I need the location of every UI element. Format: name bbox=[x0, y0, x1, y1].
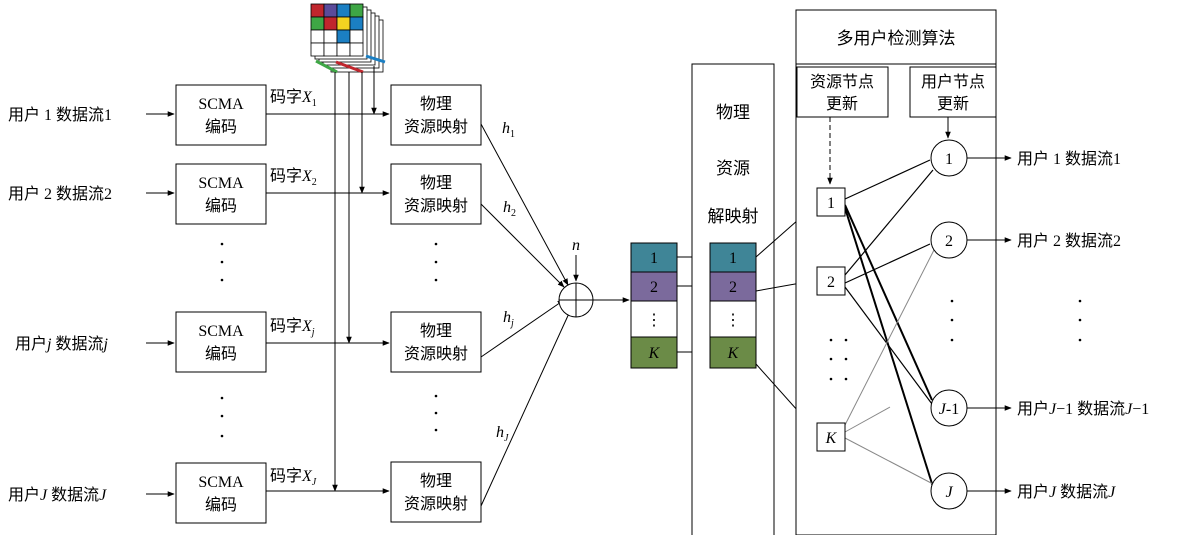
received-resources: 1 2 ⋮ K bbox=[631, 243, 677, 368]
svg-text:2: 2 bbox=[650, 279, 658, 296]
svg-text:多用户检测算法: 多用户检测算法 bbox=[837, 29, 956, 48]
svg-text:用户节点: 用户节点 bbox=[921, 73, 985, 91]
input-user1-label: 用户 1 数据流1 bbox=[8, 106, 112, 124]
svg-text:SCMA: SCMA bbox=[198, 474, 244, 491]
svg-text:解映射: 解映射 bbox=[708, 207, 759, 226]
codebook-grid-cell bbox=[337, 30, 350, 43]
svg-text:物理: 物理 bbox=[420, 95, 452, 113]
codebook-grid-cell bbox=[350, 17, 363, 30]
svg-text:SCMA: SCMA bbox=[198, 96, 244, 113]
channel-h2: h2 bbox=[503, 199, 516, 219]
svg-text:物理: 物理 bbox=[420, 472, 452, 490]
codebook-grid-cell bbox=[337, 4, 350, 17]
resource-mapper-1: 物理 资源映射 bbox=[391, 85, 481, 145]
user-node-J: J bbox=[931, 473, 967, 509]
svg-text:资源映射: 资源映射 bbox=[404, 197, 468, 215]
svg-text:编码: 编码 bbox=[205, 118, 237, 136]
resource-node-2: 2 bbox=[817, 267, 845, 295]
codebook-grid-cell bbox=[324, 4, 337, 17]
svg-text:物理: 物理 bbox=[420, 322, 452, 340]
svg-text:资源映射: 资源映射 bbox=[404, 345, 468, 363]
svg-text:编码: 编码 bbox=[205, 496, 237, 514]
channel-hJ: hJ bbox=[496, 424, 509, 444]
codebook-grid-cell bbox=[337, 43, 350, 56]
user-node-1: 1 bbox=[931, 140, 967, 176]
svg-text:2: 2 bbox=[945, 233, 953, 250]
svg-text:物理: 物理 bbox=[420, 174, 452, 192]
codeword-label-2: 码字X2 bbox=[270, 167, 317, 188]
codebook-grid-cell bbox=[350, 43, 363, 56]
svg-text:资源节点: 资源节点 bbox=[810, 73, 874, 91]
channel-h1: h1 bbox=[502, 120, 515, 140]
resource-mapper-J: 物理 资源映射 bbox=[391, 462, 481, 522]
output-user2-label: 用户 2 数据流2 bbox=[1017, 232, 1121, 250]
scma-encoder-1: SCMA 编码 bbox=[176, 85, 266, 145]
svg-text:K: K bbox=[648, 345, 661, 362]
codebook-stack-icon bbox=[311, 4, 385, 72]
resource-node-update-box: 资源节点 更新 bbox=[797, 67, 888, 117]
input-user2-label: 用户 2 数据流2 bbox=[8, 185, 112, 203]
svg-text:K: K bbox=[727, 345, 740, 362]
codebook-grid-cell bbox=[324, 43, 337, 56]
scma-encoder-J: SCMA 编码 bbox=[176, 463, 266, 523]
svg-text:资源映射: 资源映射 bbox=[404, 495, 468, 513]
codebook-grid-cell bbox=[311, 17, 324, 30]
svg-text:编码: 编码 bbox=[205, 345, 237, 363]
scma-encoder-j: SCMA 编码 bbox=[176, 312, 266, 372]
noise-label: n bbox=[572, 237, 580, 254]
scma-encoder-2: SCMA 编码 bbox=[176, 164, 266, 224]
svg-text:SCMA: SCMA bbox=[198, 175, 244, 192]
resource-mapper-2: 物理 资源映射 bbox=[391, 164, 481, 224]
codebook-grid-cell bbox=[311, 4, 324, 17]
svg-text:1: 1 bbox=[945, 151, 953, 168]
codebook-grid-cell bbox=[350, 4, 363, 17]
output-user1-label: 用户 1 数据流1 bbox=[1017, 150, 1121, 168]
user-node-Jm1: J-1 bbox=[931, 390, 967, 426]
svg-text:1: 1 bbox=[650, 250, 658, 267]
channel-hj: hj bbox=[503, 309, 514, 329]
resource-node-K: K bbox=[817, 423, 845, 451]
svg-text:J: J bbox=[945, 484, 953, 501]
resource-node-1: 1 bbox=[817, 188, 845, 216]
codeword-label-1: 码字X1 bbox=[270, 88, 317, 109]
codeword-label-j: 码字Xj bbox=[270, 317, 315, 338]
resource-mapper-j: 物理 资源映射 bbox=[391, 312, 481, 372]
input-userj-label: 用户j 数据流j bbox=[15, 335, 108, 353]
codebook-grid-cell bbox=[324, 30, 337, 43]
codeword-label-J: 码字XJ bbox=[270, 467, 317, 488]
svg-text:SCMA: SCMA bbox=[198, 323, 244, 340]
svg-text:⋮: ⋮ bbox=[646, 312, 662, 329]
svg-text:1: 1 bbox=[827, 195, 835, 212]
svg-text:1: 1 bbox=[729, 250, 737, 267]
channel-lines bbox=[481, 124, 571, 506]
svg-text:2: 2 bbox=[827, 274, 835, 291]
svg-text:资源: 资源 bbox=[716, 159, 750, 178]
demapped-resources: 1 2 ⋮ K bbox=[710, 243, 756, 368]
user-node-2: 2 bbox=[931, 222, 967, 258]
codebook-grid-cell bbox=[337, 17, 350, 30]
codebook-grid-cell bbox=[311, 43, 324, 56]
svg-text:编码: 编码 bbox=[205, 197, 237, 215]
codebook-grid-cell bbox=[350, 30, 363, 43]
codebook-feed-lines bbox=[335, 66, 374, 491]
svg-text:物理: 物理 bbox=[716, 103, 750, 122]
svg-text:更新: 更新 bbox=[937, 95, 969, 113]
svg-text:更新: 更新 bbox=[826, 95, 858, 113]
svg-text:⋮: ⋮ bbox=[725, 312, 741, 329]
input-userJ-label: 用户J 数据流J bbox=[8, 486, 107, 504]
user-node-update-box: 用户节点 更新 bbox=[910, 67, 996, 117]
svg-text:K: K bbox=[825, 430, 838, 447]
svg-text:资源映射: 资源映射 bbox=[404, 118, 468, 136]
output-userJm1-label: 用户J−1 数据流J−1 bbox=[1017, 400, 1149, 418]
summation-node bbox=[559, 283, 593, 317]
input-labels: 用户 1 数据流1 用户 2 数据流2 用户j 数据流j 用户J 数据流J bbox=[8, 106, 112, 504]
output-userJ-label: 用户J 数据流J bbox=[1017, 483, 1116, 501]
svg-text:2: 2 bbox=[729, 279, 737, 296]
codebook-grid-cell bbox=[311, 30, 324, 43]
codebook-grid-cell bbox=[324, 17, 337, 30]
svg-text:J-1: J-1 bbox=[939, 401, 959, 418]
